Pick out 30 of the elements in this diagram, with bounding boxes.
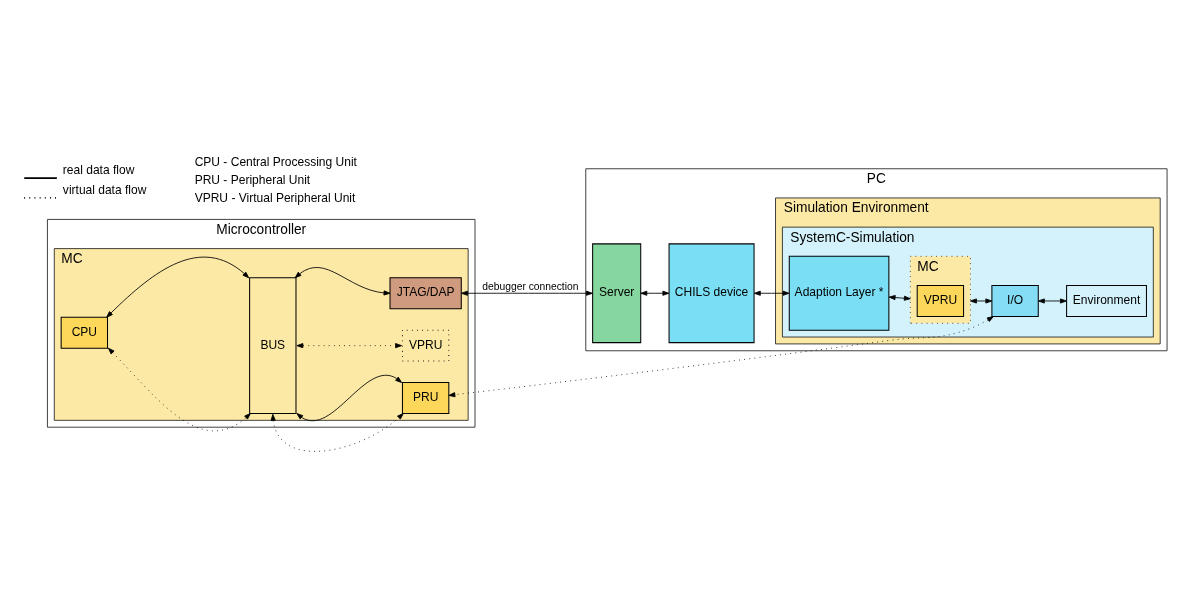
node-box: Adaption Layer * bbox=[788, 255, 890, 331]
node-box: VPRU bbox=[401, 329, 450, 362]
node-box: BUS bbox=[249, 277, 297, 414]
arrow bbox=[888, 295, 911, 301]
edge-label: debugger connection bbox=[482, 281, 579, 293]
arrow bbox=[106, 256, 250, 318]
node-box: Environment bbox=[1066, 285, 1147, 317]
legend-label: virtual data flow bbox=[62, 182, 147, 197]
arrow bbox=[1037, 298, 1067, 304]
node-box: JTAG/DAP bbox=[389, 277, 462, 310]
node-box: Server bbox=[592, 243, 642, 344]
legend-label: real data flow bbox=[62, 163, 135, 178]
node-box: I/O bbox=[991, 285, 1039, 317]
arrow bbox=[448, 316, 994, 398]
label: VPRU - Virtual Peripheral Unit bbox=[194, 191, 356, 206]
label: PRU - Peripheral Unit bbox=[194, 173, 311, 188]
arrow bbox=[294, 267, 391, 296]
node-box: VPRU bbox=[916, 285, 965, 317]
arrow bbox=[753, 290, 790, 296]
label: CPU - Central Processing Unit bbox=[194, 155, 357, 170]
node-box: PRU bbox=[401, 382, 450, 414]
node-box: CPU bbox=[60, 316, 109, 349]
node-box: CHILS device bbox=[668, 243, 755, 344]
arrow bbox=[296, 375, 403, 421]
arrow bbox=[107, 347, 251, 432]
arrow bbox=[970, 298, 993, 304]
arrow bbox=[296, 343, 403, 349]
arrow bbox=[461, 290, 593, 296]
arrow bbox=[640, 290, 670, 296]
arrow bbox=[270, 413, 404, 452]
